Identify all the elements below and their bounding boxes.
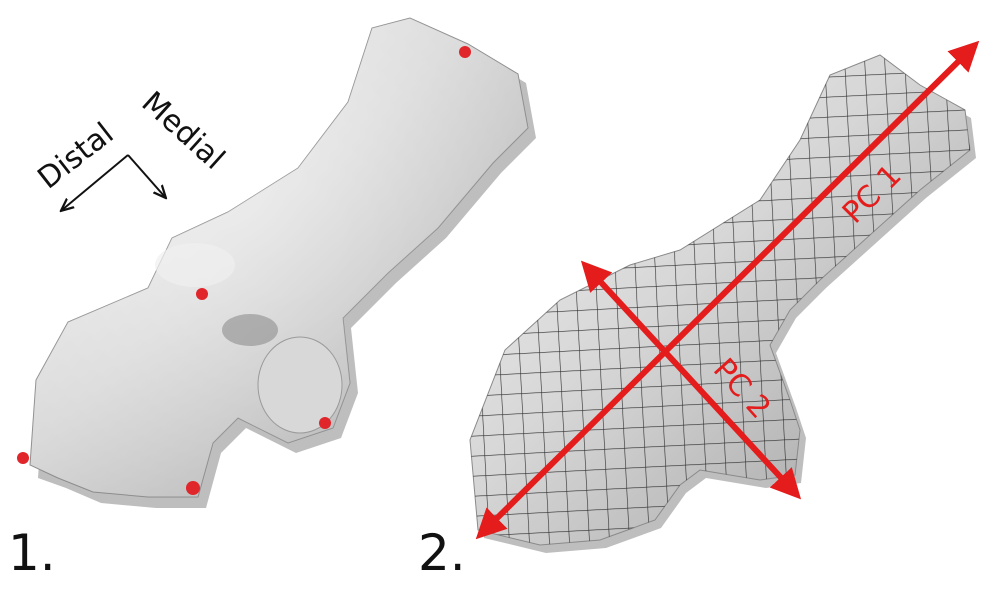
medial-arrow [128, 155, 165, 197]
panel-1-label: 1. [8, 524, 56, 582]
landmark-dot [196, 288, 208, 300]
bone-1-condyle [258, 337, 342, 433]
distal-label: Distal [31, 116, 120, 196]
medial-label: Medial [135, 85, 232, 177]
bone-1-notch [222, 314, 278, 346]
landmark-dot [319, 417, 331, 429]
panel-1: Distal Medial 1. [8, 18, 536, 582]
landmark-dot [17, 452, 29, 464]
bone-1-ridge [155, 243, 235, 287]
landmark-dot [459, 46, 471, 58]
panel-2-label: 2. [418, 524, 466, 582]
landmark-dot [186, 481, 200, 495]
